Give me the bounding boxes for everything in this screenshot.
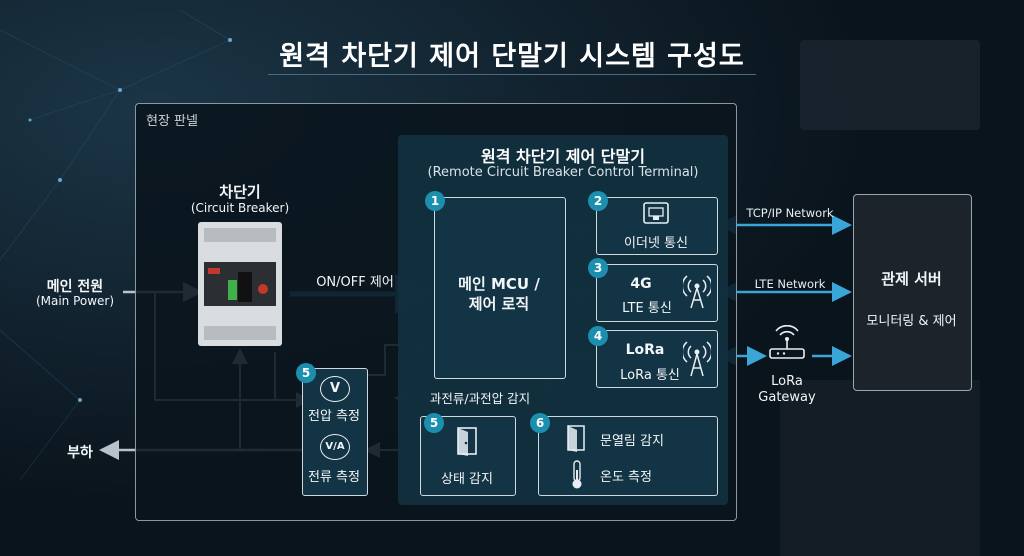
breaker-subtitle: (Circuit Breaker) <box>190 201 290 215</box>
mcu-line2: 제어 로직 <box>468 295 530 313</box>
background-device <box>800 40 980 130</box>
background-cabinet <box>780 380 980 556</box>
antenna-icon <box>683 275 711 309</box>
control-server-box <box>853 194 972 391</box>
current-icon: V/A <box>320 434 350 460</box>
measure-number-badge: 5 <box>296 363 316 383</box>
mcu-line1: 메인 MCU / <box>458 275 540 293</box>
voltage-label: 전압 측정 <box>308 409 360 424</box>
temperature-label: 온도 측정 <box>600 470 652 485</box>
page-title: 원격 차단기 제어 단말기 시스템 구성도 <box>279 41 745 72</box>
gateway-label-line2: Gateway <box>758 390 816 405</box>
lte-4g-badge: 4G <box>630 276 652 292</box>
onoff-label: ON/OFF 제어 <box>316 275 394 290</box>
sensors-number-badge: 6 <box>530 413 550 433</box>
lte-module <box>596 264 718 322</box>
panel-label: 현장 판넬 <box>146 114 198 129</box>
ethernet-module <box>596 197 718 255</box>
ethernet-port-icon <box>643 202 669 224</box>
network-mesh-decoration <box>0 9 231 481</box>
tcp-network-label: TCP/IP Network <box>746 206 834 220</box>
mcu-number-badge: 1 <box>425 191 445 211</box>
door-open-label: 문열림 감지 <box>600 434 664 449</box>
ethernet-label: 이더넷 통신 <box>624 236 688 251</box>
door-icon <box>457 427 477 456</box>
voltage-icon: V <box>320 376 350 402</box>
status-number-badge: 5 <box>424 413 444 433</box>
ethernet-number-badge: 2 <box>588 191 608 211</box>
main-power-title: 메인 전원 <box>46 279 104 295</box>
lora-label: LoRa 통신 <box>620 368 680 383</box>
lte-network-label: LTE Network <box>754 277 826 291</box>
breaker-title: 차단기 <box>219 183 261 201</box>
lora-badge: LoRa <box>625 342 665 358</box>
server-subtitle: 모니터링 & 제어 <box>866 314 957 329</box>
lte-label: LTE 통신 <box>622 301 672 316</box>
main-power-subtitle: (Main Power) <box>35 294 115 308</box>
title-underline <box>268 74 756 75</box>
door-icon <box>567 425 585 452</box>
lora-number-badge: 4 <box>588 326 608 346</box>
status-label: 상태 감지 <box>441 472 493 487</box>
antenna-icon <box>683 341 711 377</box>
lte-number-badge: 3 <box>588 258 608 278</box>
router-icon <box>769 325 805 359</box>
gateway-label-line1: LoRa <box>771 374 803 389</box>
server-title: 관제 서버 <box>881 270 942 288</box>
circuit-breaker-image <box>198 222 282 346</box>
current-label: 전류 측정 <box>308 470 360 485</box>
thermometer-icon <box>572 460 582 489</box>
main-mcu-box <box>434 197 566 379</box>
terminal-subtitle: (Remote Circuit Breaker Control Terminal… <box>427 165 699 180</box>
terminal-title: 원격 차단기 제어 단말기 <box>481 147 645 166</box>
load-label: 부하 <box>67 445 93 461</box>
overcurrent-label: 과전류/과전압 감지 <box>429 391 531 406</box>
